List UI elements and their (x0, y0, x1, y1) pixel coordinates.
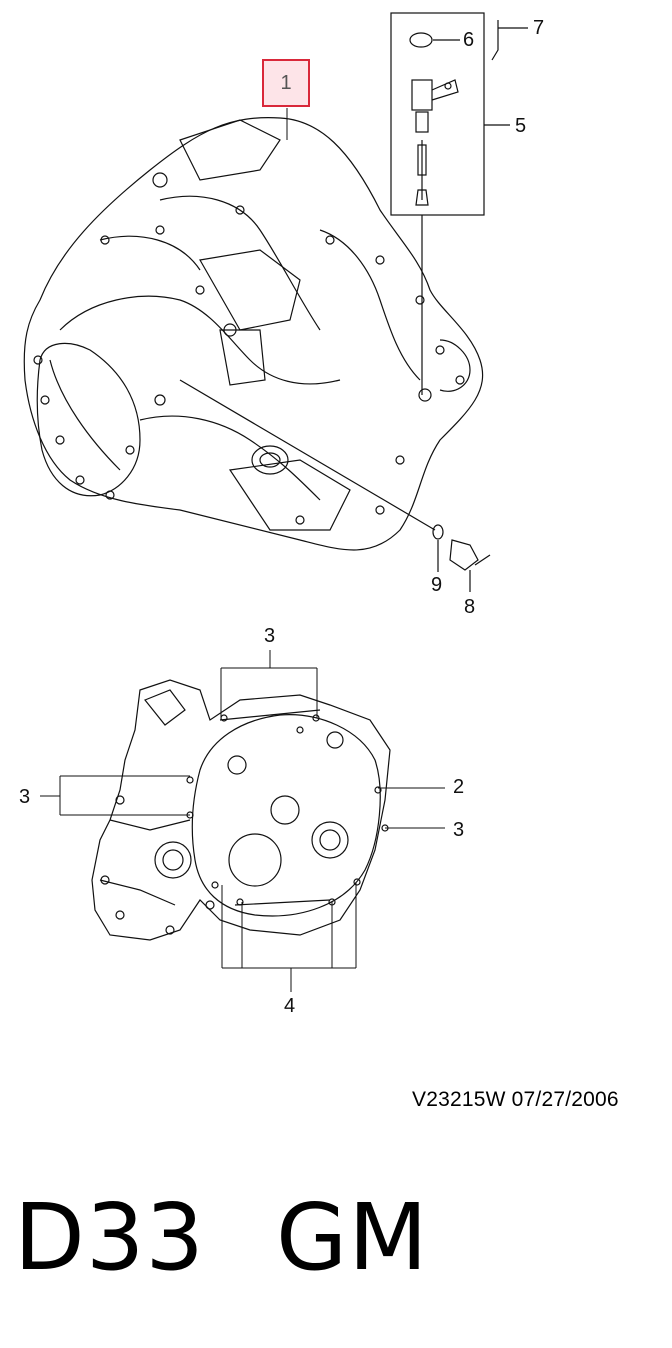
callout-3-right: 3 (453, 819, 465, 841)
leader-lines-lower (40, 650, 445, 992)
footer-brand: GM (276, 1184, 429, 1291)
bolt-part-7 (491, 20, 499, 61)
callout-8: 8 (464, 596, 476, 618)
footer-code: D33 (14, 1184, 205, 1291)
callout-9: 9 (431, 574, 443, 596)
document-id: V23215W 07/27/2006 (412, 1088, 619, 1111)
callout-7: 7 (533, 17, 545, 39)
callout-4: 4 (284, 995, 296, 1017)
callout-2: 2 (453, 776, 465, 798)
callout-3-top: 3 (264, 625, 276, 647)
bolt-heads-lower (100, 714, 389, 935)
callout-1: 1 (280, 71, 292, 94)
plug-part-8 (449, 539, 479, 571)
washer-part-9 (432, 524, 444, 540)
callout-5: 5 (515, 115, 527, 137)
transmission-illustration-lower (91, 679, 391, 941)
transmission-illustration-upper (23, 117, 484, 551)
callout-6: 6 (463, 29, 475, 51)
drain-plug-assembly (179, 379, 491, 592)
o-ring-part-6 (409, 32, 433, 48)
callout-3-left: 3 (19, 786, 31, 808)
bolt-heads (33, 172, 465, 525)
part-1-highlight-box[interactable]: 1 (262, 59, 310, 107)
sensor-assembly (390, 12, 528, 395)
